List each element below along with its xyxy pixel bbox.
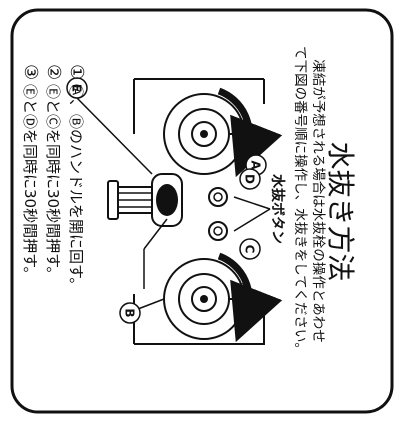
label-button-c: C — [243, 245, 257, 254]
step-1-text: Ⓐ、Ⓑのハンドルを開に回す。 — [67, 84, 85, 293]
label-valve-b: B — [123, 308, 137, 317]
step-1-number: ① — [66, 64, 87, 80]
step-3-number: ③ — [20, 64, 41, 80]
step-2-text: ⒺとⒸを同時に30秒間押す。 — [44, 84, 62, 282]
intro-line-1: 凍結が予想される場合は水抜栓の操作とあわせ — [310, 59, 326, 343]
drain-button-c[interactable] — [208, 221, 228, 241]
valve-b[interactable] — [163, 258, 245, 340]
label-valve-a: A — [249, 160, 263, 170]
panel-frame — [10, 8, 394, 414]
drain-button-d[interactable] — [208, 187, 228, 207]
handle-e[interactable] — [107, 173, 183, 227]
label-button-d: D — [243, 174, 257, 184]
intro-line-2: て下図の番号順に操作し、水抜きをしてください。 — [292, 46, 308, 356]
mark-hot: 赤 — [234, 117, 243, 125]
label-handle-e: E — [70, 84, 84, 92]
step-3-text: ⒺとⒹを同時に30秒間押す。 — [21, 84, 39, 282]
panel-title: 水抜き方法 — [324, 141, 357, 281]
mark-cold: 青 — [234, 282, 244, 290]
step-2-number: ② — [43, 64, 64, 80]
valve-a[interactable] — [163, 93, 245, 175]
rotation-arrow-b — [217, 252, 283, 343]
drain-buttons-caption: 水抜ボタン — [269, 174, 286, 244]
